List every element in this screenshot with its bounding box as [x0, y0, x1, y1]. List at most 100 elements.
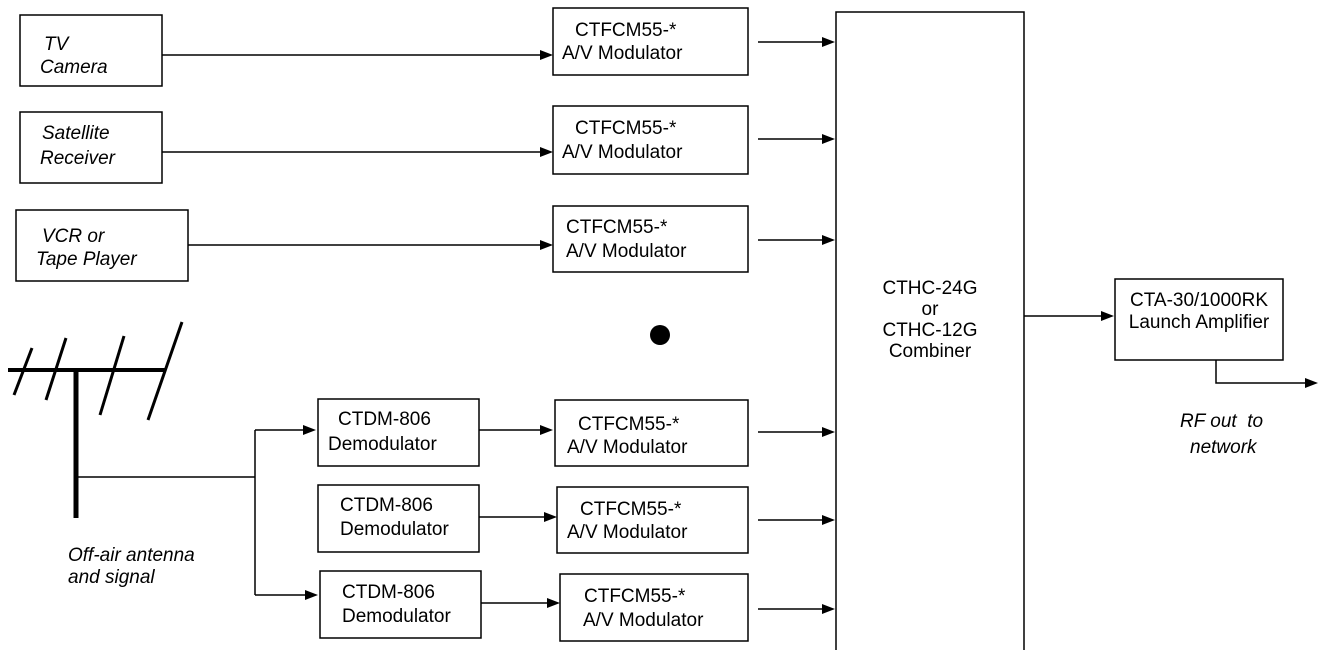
demodulator-block-2: CTDM-806 Demodulator [317, 484, 480, 553]
modulator-model-label: CTFCM55-* [584, 586, 686, 607]
modulator-type-label: A/V Modulator [583, 610, 704, 631]
modulator-block-5: CTFCM55-* A/V Modulator [556, 486, 749, 554]
source-label-line1: Satellite [42, 123, 110, 144]
modulator-model-label: CTFCM55-* [580, 499, 682, 520]
source-label-line1: VCR or [42, 226, 105, 247]
antenna-element [12, 347, 34, 396]
modulator-box [552, 7, 749, 76]
demodulator-type-label: Demodulator [340, 519, 449, 540]
modulator-box [556, 486, 749, 554]
arrowhead [1101, 311, 1114, 321]
antenna-element [44, 337, 68, 401]
arrow-demodulator-2-to-modulator-5 [479, 512, 557, 522]
modulator-block-2: CTFCM55-* A/V Modulator [552, 105, 749, 175]
arrowhead [822, 604, 835, 614]
antenna-element [98, 335, 126, 416]
source-label-line2: Tape Player [36, 249, 137, 270]
arrow-rf-output [1215, 360, 1318, 388]
arrowhead [305, 590, 318, 600]
modulator-box [552, 105, 749, 175]
antenna-label-line1: Off-air antenna [68, 545, 195, 566]
output-label-line1: RF out to [1180, 411, 1263, 432]
arrowhead [540, 425, 553, 435]
combiner-block: CTHC-24G or CTHC-12G Combiner [835, 11, 1025, 650]
combiner-label-line2: or [922, 299, 940, 320]
modulator-model-label: CTFCM55-* [575, 20, 677, 41]
arrow-modulator-6-to-combiner [758, 604, 835, 614]
demodulator-model-label: CTDM-806 [340, 495, 433, 516]
arrow-combiner-to-amplifier [1024, 311, 1114, 321]
source-label-line2: Receiver [40, 148, 116, 169]
demodulator-block-1: CTDM-806 Demodulator [317, 398, 480, 467]
satellite-receiver-block: Satellite Receiver [19, 111, 163, 184]
modulator-type-label: A/V Modulator [562, 43, 683, 64]
combiner-label-line1: CTHC-24G [882, 278, 977, 299]
continuation-dot [650, 325, 670, 345]
source-box [19, 111, 163, 184]
modulator-model-label: CTFCM55-* [566, 217, 668, 238]
arrowhead [822, 235, 835, 245]
amplifier-label-line1: CTA-30/1000RK [1130, 290, 1268, 311]
demodulator-type-label: Demodulator [328, 434, 437, 455]
arrow-feed-to-demodulator-1 [255, 425, 316, 435]
arrow-modulator-1-to-combiner [758, 37, 835, 47]
arrow-demodulator-1-to-modulator-4 [479, 425, 553, 435]
demodulator-box [317, 398, 480, 467]
arrowhead [822, 515, 835, 525]
vcr-tape-player-block: VCR or Tape Player [15, 209, 189, 282]
source-box [19, 14, 163, 87]
arrowhead [822, 37, 835, 47]
arrowhead [540, 240, 553, 250]
arrow-feed-to-demodulator-3 [255, 590, 318, 600]
tv-camera-block: TV Camera [19, 14, 163, 87]
modulator-box [559, 573, 749, 642]
modulator-type-label: A/V Modulator [562, 142, 683, 163]
arrowhead [544, 512, 557, 522]
modulator-box [554, 399, 749, 467]
demodulator-type-label: Demodulator [342, 606, 451, 627]
arrow-line [1215, 360, 1306, 384]
arrow-modulator-5-to-combiner [758, 515, 835, 525]
antenna-feed-lines [76, 430, 256, 595]
arrowhead [540, 147, 553, 157]
amplifier-label-line2: Launch Amplifier [1129, 312, 1270, 333]
modulator-type-label: A/V Modulator [567, 522, 688, 543]
arrow-satellite-to-modulator [162, 147, 553, 157]
modulator-block-3: CTFCM55-* A/V Modulator [552, 205, 749, 273]
demodulator-box [319, 570, 482, 639]
arrow-modulator-4-to-combiner [758, 427, 835, 437]
combiner-label-line3: CTHC-12G [882, 320, 977, 341]
arrowhead [547, 598, 560, 608]
demodulator-model-label: CTDM-806 [338, 409, 431, 430]
antenna-label-line2: and signal [68, 567, 155, 588]
modulator-block-6: CTFCM55-* A/V Modulator [559, 573, 749, 642]
arrowhead [1305, 378, 1318, 388]
source-label-line1: TV [44, 34, 71, 55]
combiner-box [835, 11, 1025, 650]
modulator-block-1: CTFCM55-* A/V Modulator [552, 7, 749, 76]
output-label-line2: network [1190, 437, 1258, 458]
arrow-demodulator-3-to-modulator-6 [481, 598, 560, 608]
arrowhead [540, 50, 553, 60]
modulator-type-label: A/V Modulator [566, 241, 687, 262]
modulator-block-4: CTFCM55-* A/V Modulator [554, 399, 749, 467]
demodulator-box [317, 484, 480, 553]
combiner-label-line4: Combiner [889, 341, 972, 362]
arrow-modulator-3-to-combiner [758, 235, 835, 245]
amplifier-box [1114, 278, 1284, 361]
modulator-model-label: CTFCM55-* [578, 414, 680, 435]
arrowhead [303, 425, 316, 435]
arrow-modulator-2-to-combiner [758, 134, 835, 144]
arrowhead [822, 427, 835, 437]
arrow-tv-camera-to-modulator [162, 50, 553, 60]
modulator-model-label: CTFCM55-* [575, 118, 677, 139]
arrowhead [822, 134, 835, 144]
demodulator-block-3: CTDM-806 Demodulator [319, 570, 482, 639]
antenna-element [146, 321, 184, 421]
antenna-icon [8, 321, 184, 518]
modulator-type-label: A/V Modulator [567, 437, 688, 458]
modulator-box [552, 205, 749, 273]
demodulator-model-label: CTDM-806 [342, 582, 435, 603]
amplifier-block: CTA-30/1000RK Launch Amplifier [1114, 278, 1284, 361]
